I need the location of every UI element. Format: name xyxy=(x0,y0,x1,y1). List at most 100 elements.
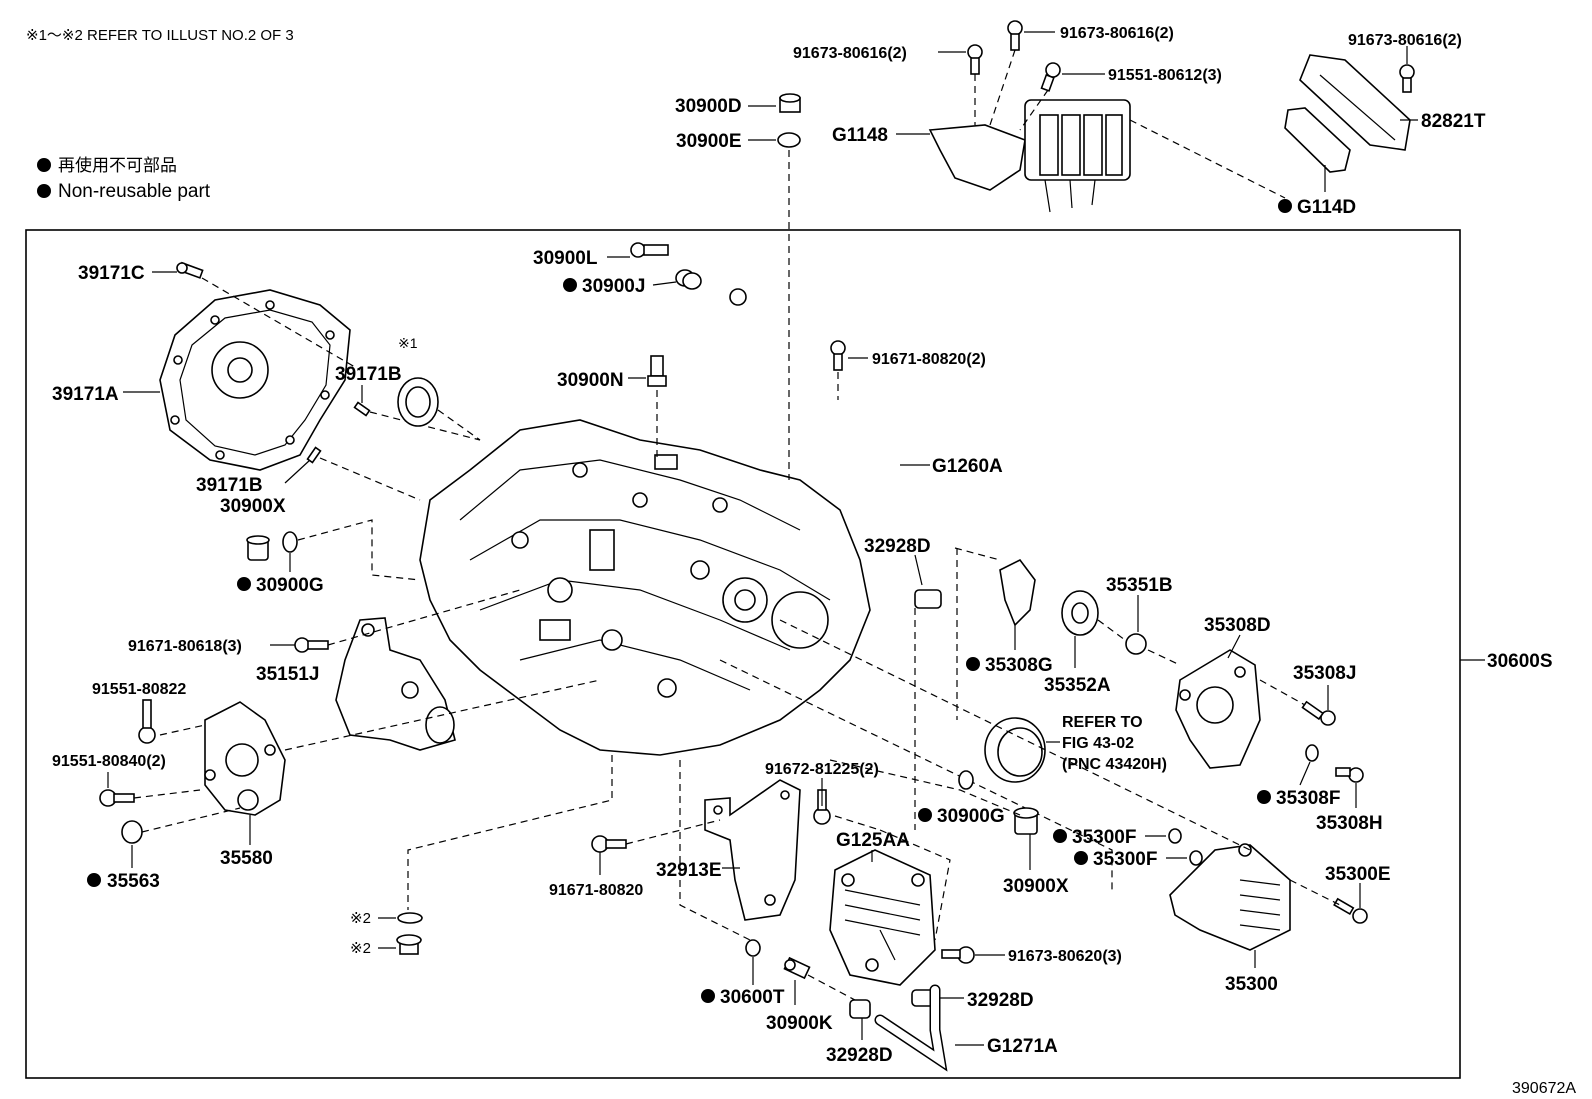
label-35352A[interactable]: 35352A xyxy=(1044,675,1111,696)
label-91673-80616-b[interactable]: 91673-80616(2) xyxy=(1060,25,1174,42)
label-35308J[interactable]: 35308J xyxy=(1293,663,1356,684)
label-91671-80820-2[interactable]: 91671-80820(2) xyxy=(872,351,986,368)
label-G1260A[interactable]: G1260A xyxy=(932,456,1003,477)
gasket-30900G-left[interactable] xyxy=(282,531,298,553)
bolt-35308H[interactable] xyxy=(1335,767,1364,783)
bracket-32913E[interactable] xyxy=(704,779,801,921)
rear-cover-39171A[interactable] xyxy=(159,289,351,471)
label-91673-80620[interactable]: 91673-80620(3) xyxy=(1008,948,1122,965)
bolt-91671-80820[interactable] xyxy=(591,835,627,853)
gasket-30900G-mid[interactable] xyxy=(958,770,974,790)
oring-35300F-2[interactable] xyxy=(1189,850,1203,866)
solenoid-valve-G1148[interactable] xyxy=(928,99,1131,213)
label-30900G-mid[interactable]: 30900G xyxy=(937,806,1005,827)
oil-seal-m1[interactable] xyxy=(397,377,439,427)
label-35563[interactable]: 35563 xyxy=(107,871,160,892)
oil-cooler-G125AA[interactable] xyxy=(829,849,936,986)
plug-30900X-left[interactable] xyxy=(246,535,270,561)
bolt-91673-80620[interactable] xyxy=(941,946,975,964)
bolt-91671-80820-2[interactable] xyxy=(830,340,846,371)
plug-m2[interactable] xyxy=(396,934,422,955)
union-bolt-30900L[interactable] xyxy=(630,242,669,258)
hose-G1271A[interactable] xyxy=(874,984,948,1072)
gasket-m2[interactable] xyxy=(397,912,423,924)
transaxle-housing[interactable] xyxy=(419,419,871,756)
gasket-35308G[interactable] xyxy=(999,558,1036,627)
rotor-35352A[interactable] xyxy=(1061,590,1099,636)
label-35580[interactable]: 35580 xyxy=(220,848,273,869)
label-39171B-1[interactable]: 39171B xyxy=(335,364,402,385)
label-91673-80616-c[interactable]: 91673-80616(2) xyxy=(1348,32,1462,49)
bolt-39171C[interactable] xyxy=(176,261,204,279)
label-35351B[interactable]: 35351B xyxy=(1106,575,1173,596)
clamp-32928D-upper[interactable] xyxy=(914,589,942,609)
label-G1148[interactable]: G1148 xyxy=(832,125,888,146)
label-91673-80616-a[interactable]: 91673-80616(2) xyxy=(793,45,907,62)
oil-cooler-35300[interactable] xyxy=(1169,843,1291,951)
sensor-bracket-35151J[interactable] xyxy=(335,617,456,751)
label-G1271A[interactable]: G1271A xyxy=(987,1036,1058,1057)
label-91672-81225[interactable]: 91672-81225(2) xyxy=(765,761,879,778)
clamp-32928D-lower[interactable] xyxy=(849,999,871,1019)
label-30900G-left[interactable]: 30900G xyxy=(256,575,324,596)
label-30900X-mid[interactable]: 30900X xyxy=(1003,876,1069,897)
label-35300F-2[interactable]: 35300F xyxy=(1093,849,1157,870)
gasket-G114D[interactable] xyxy=(1284,107,1351,173)
label-30900N[interactable]: 30900N xyxy=(557,370,624,391)
bolt-91551-80822[interactable] xyxy=(138,699,156,744)
union-30900K[interactable] xyxy=(783,956,811,980)
label-35308G[interactable]: 35308G xyxy=(985,655,1053,676)
cover-82821T[interactable] xyxy=(1299,54,1411,151)
label-32928D-mid[interactable]: 32928D xyxy=(967,990,1034,1011)
sleeve-43420H[interactable] xyxy=(984,717,1046,783)
label-G125AA[interactable]: G125AA xyxy=(836,830,910,851)
label-91671-80820[interactable]: 91671-80820 xyxy=(549,882,643,899)
label-35300E[interactable]: 35300E xyxy=(1325,864,1391,885)
bolt-91671-80618[interactable] xyxy=(294,637,329,653)
label-35308F[interactable]: 35308F xyxy=(1276,788,1340,809)
label-82821T[interactable]: 82821T xyxy=(1421,111,1486,132)
oring-35300F-1[interactable] xyxy=(1168,828,1182,844)
label-30900E[interactable]: 30900E xyxy=(676,131,742,152)
sensor-30900N[interactable] xyxy=(647,355,667,387)
label-G114D[interactable]: G114D xyxy=(1297,197,1356,218)
label-32913E[interactable]: 32913E xyxy=(656,860,722,881)
label-91551-80612[interactable]: 91551-80612(3) xyxy=(1108,67,1222,84)
oil-pump-35580[interactable] xyxy=(204,701,286,816)
bolt-91673-80616-a[interactable] xyxy=(967,44,983,75)
seal-35563[interactable] xyxy=(121,820,143,844)
gear-35351B[interactable] xyxy=(1125,633,1147,655)
pump-body-35308D[interactable] xyxy=(1175,649,1261,769)
label-30900X-left[interactable]: 30900X xyxy=(220,496,286,517)
gasket-30600T[interactable] xyxy=(745,939,761,957)
label-39171B-2[interactable]: 39171B xyxy=(196,475,263,496)
label-39171A[interactable]: 39171A xyxy=(52,384,119,405)
label-35151J[interactable]: 35151J xyxy=(256,664,319,685)
label-30900D[interactable]: 30900D xyxy=(675,96,742,117)
assembly-label[interactable]: 30600S xyxy=(1487,651,1553,672)
label-32928D-upper[interactable]: 32928D xyxy=(864,536,931,557)
bolt-35300E[interactable] xyxy=(1333,897,1368,924)
plug-30900X-mid[interactable] xyxy=(1013,807,1039,835)
label-30600T[interactable]: 30600T xyxy=(720,987,785,1008)
bolt-91673-80616-b[interactable] xyxy=(1007,20,1023,51)
bolt-91673-80616-c[interactable] xyxy=(1399,64,1415,93)
label-35300[interactable]: 35300 xyxy=(1225,974,1278,995)
label-91551-80822[interactable]: 91551-80822 xyxy=(92,681,186,698)
label-30900J[interactable]: 30900J xyxy=(582,276,645,297)
bolt-91551-80612[interactable] xyxy=(1040,62,1061,92)
label-91671-80618[interactable]: 91671-80618(3) xyxy=(128,638,242,655)
label-30900L[interactable]: 30900L xyxy=(533,248,598,269)
oil-tube[interactable] xyxy=(683,288,949,583)
gasket-30900E[interactable] xyxy=(777,132,801,148)
label-35300F-1[interactable]: 35300F xyxy=(1072,827,1136,848)
bolt-91551-80840[interactable] xyxy=(99,789,135,807)
oring-35308F[interactable] xyxy=(1305,744,1319,762)
label-35308H[interactable]: 35308H xyxy=(1316,813,1383,834)
label-32928D-lower[interactable]: 32928D xyxy=(826,1045,893,1066)
gasket-30900J[interactable] xyxy=(675,269,702,290)
label-91551-80840[interactable]: 91551-80840(2) xyxy=(52,753,166,770)
pin-39171B-1[interactable] xyxy=(353,401,371,417)
bolt-35308J[interactable] xyxy=(1301,700,1336,726)
label-30900K[interactable]: 30900K xyxy=(766,1013,833,1034)
